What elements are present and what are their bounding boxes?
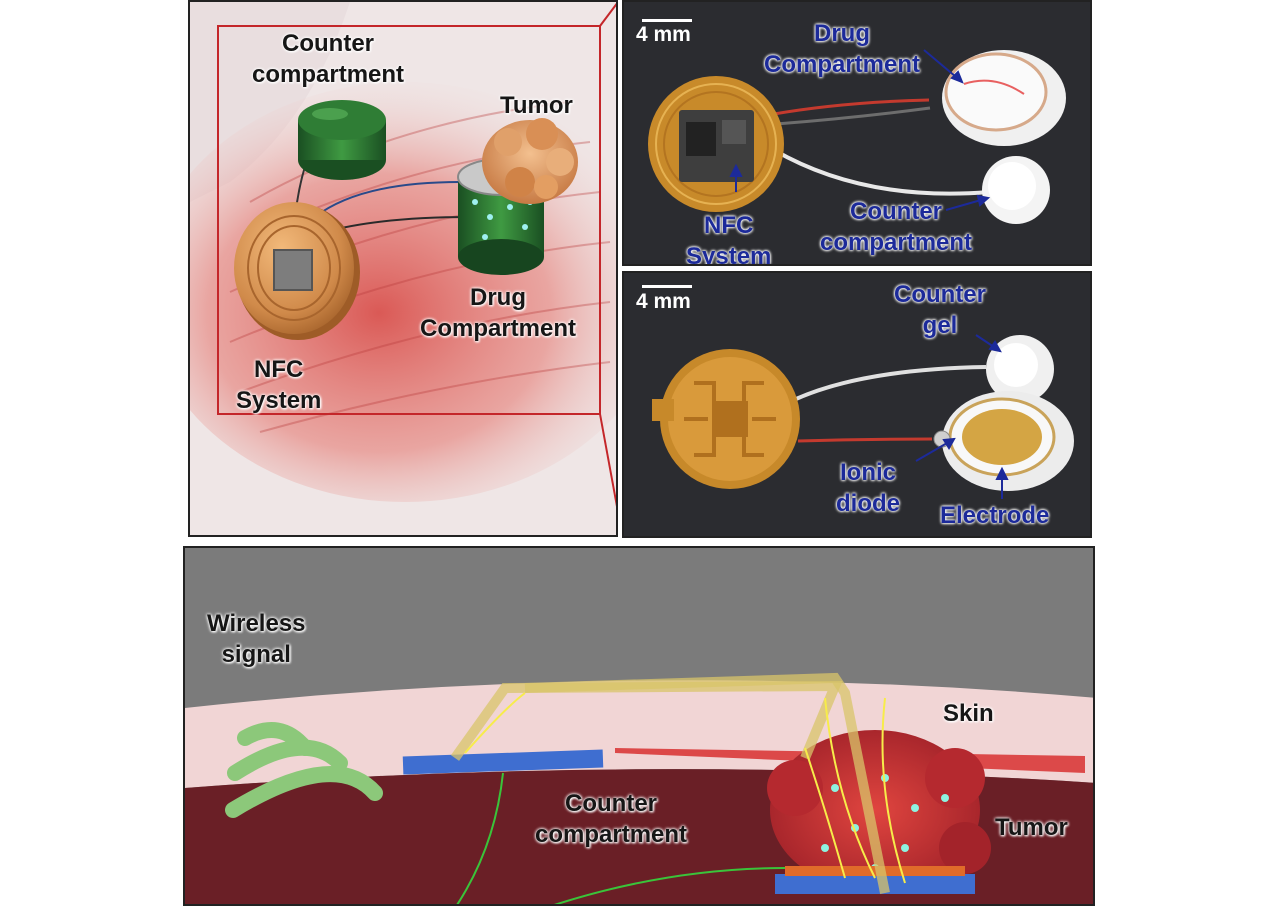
device-detail-photo — [652, 334, 1074, 499]
implant-wires — [456, 772, 786, 904]
electrode-photo — [933, 391, 1074, 491]
electric-field-lines — [464, 692, 906, 884]
tumor-cross-section — [615, 730, 1085, 890]
device-photo — [648, 49, 1066, 224]
drug-compartment-photo — [942, 50, 1066, 146]
implant-illustration — [190, 2, 616, 535]
drug-compartment-base — [775, 874, 975, 894]
highlight-frame — [217, 25, 601, 415]
callout-arrows — [729, 49, 991, 211]
counter-compartment-disc — [298, 100, 386, 180]
nfc-board-detail — [652, 349, 800, 489]
wireless-signal-arcs — [225, 722, 383, 818]
counter-compartment-photo — [982, 156, 1050, 224]
nfc-coin — [234, 202, 360, 340]
label-tumor-d: Tumor — [995, 814, 1068, 841]
detail-wires — [795, 365, 987, 443]
drug-reservoir — [785, 866, 965, 876]
scale-label-b: 4 mm — [636, 23, 691, 46]
cross-section-diagram — [185, 548, 1093, 904]
scale-bar-c — [642, 285, 692, 288]
frame-edge-bottom — [599, 413, 616, 507]
counter-gel-photo — [986, 335, 1054, 403]
detail-arrows — [915, 334, 1009, 499]
label-electrode-c: Electrode — [940, 502, 1050, 529]
tumor-mass — [482, 118, 578, 204]
nfc-board-photo — [648, 76, 784, 212]
label-skin: Skin — [943, 700, 994, 727]
device-wires — [773, 98, 990, 196]
scale-bar-b — [642, 19, 692, 22]
nfc-chip — [273, 249, 313, 291]
scale-label-c: 4 mm — [636, 290, 691, 313]
frame-edge-top — [599, 2, 616, 27]
nfc-coil-outline — [450, 672, 890, 894]
label-tumor-a: Tumor — [500, 92, 573, 119]
